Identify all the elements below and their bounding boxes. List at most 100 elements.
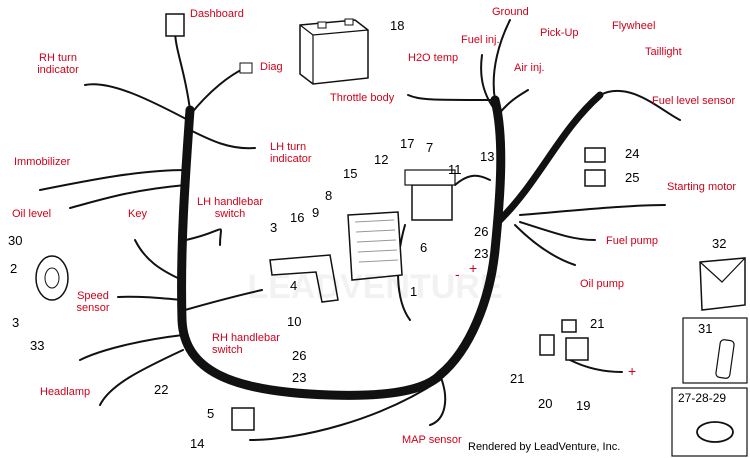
part-number-1: 1 — [410, 284, 418, 299]
part-number-23-upper: 23 — [474, 246, 489, 261]
part-number-2: 2 — [10, 261, 18, 276]
part-31-drawing — [715, 339, 735, 379]
part-number-26-upper: 26 — [474, 224, 489, 239]
label-air-inj: Air inj. — [514, 62, 545, 74]
part-number-25: 25 — [625, 170, 640, 185]
key-wire — [134, 239, 183, 281]
box-part-31 — [682, 317, 748, 384]
label-pick-up: Pick-Up — [540, 27, 579, 39]
label-immobilizer: Immobilizer — [14, 156, 71, 168]
part-number-5: 5 — [207, 406, 215, 421]
headlamp-wire — [79, 334, 184, 361]
coil-wire — [454, 174, 491, 186]
front-lower-wire — [249, 379, 441, 441]
part-number-26-lower: 26 — [292, 348, 307, 363]
dashboard-connector — [165, 13, 185, 37]
label-fuel-inj: Fuel inj. — [461, 34, 500, 46]
fuel-level-wire — [599, 89, 681, 121]
part-number-11: 11 — [448, 162, 462, 177]
part-number-21-left: 21 — [510, 371, 525, 386]
label-flywheel: Flywheel — [612, 20, 656, 32]
part-number-3-lower: 3 — [12, 315, 20, 330]
fuel-inj-wire — [480, 54, 496, 111]
diag-connector — [239, 62, 253, 74]
part-number-22: 22 — [154, 382, 169, 397]
label-key: Key — [128, 208, 147, 220]
part-number-18: 18 — [390, 18, 405, 33]
label-fuel-level-sensor: Fuel level sensor — [652, 95, 736, 107]
label-fuel-pump: Fuel pump — [606, 235, 658, 247]
part-number-14: 14 — [190, 436, 205, 451]
part-number-31: 31 — [698, 321, 713, 336]
rh-indicator-wire — [84, 83, 189, 121]
label-oil-pump: Oil pump — [580, 278, 625, 290]
positive-lead-wire — [569, 359, 623, 373]
label-map-sensor: MAP sensor — [402, 434, 462, 446]
label-taillight: Taillight — [645, 46, 682, 58]
part-number-23-lower: 23 — [292, 370, 307, 385]
coil-part-11 — [404, 169, 456, 221]
watermark: LEADVENTURE — [247, 268, 502, 306]
part-number-27-28-29: 27-28-29 — [678, 391, 727, 405]
air-inj-wire — [497, 89, 529, 116]
lh-indicator-wire — [189, 129, 256, 150]
rh-switch-wire — [184, 289, 263, 311]
relay-part-24 — [584, 147, 606, 163]
label-dashboard: Dashboard — [190, 8, 244, 20]
fuse-part-20 — [539, 334, 555, 356]
horn-part-2 — [35, 255, 69, 301]
part-number-30: 30 — [8, 233, 23, 248]
part-number-13: 13 — [480, 149, 495, 164]
fuse-box-part-19 — [565, 337, 589, 361]
diag-wire — [189, 67, 246, 116]
headlamp-lower-wire — [99, 349, 184, 406]
battery-part-18 — [299, 18, 369, 85]
part-number-8: 8 — [325, 188, 333, 203]
cable-tie-drawing — [696, 421, 734, 443]
part-number-32: 32 — [712, 236, 727, 251]
label-ground: Ground — [492, 6, 529, 18]
map-sensor-wire — [429, 374, 447, 426]
ecu-wire — [397, 224, 411, 321]
oil-pump-wire — [514, 224, 576, 266]
part-number-4: 4 — [290, 278, 298, 293]
oil-level-wire — [69, 184, 187, 209]
throttle-wire — [407, 94, 498, 101]
tool-pouch-part-32 — [699, 257, 746, 311]
label-oil-level: Oil level — [12, 208, 52, 220]
part-number-33: 33 — [30, 338, 45, 353]
label-diag: Diag — [260, 61, 283, 73]
part-number-6: 6 — [420, 240, 428, 255]
part-number-10: 10 — [287, 314, 302, 329]
lh-switch-wire — [185, 228, 222, 246]
connector-part-5 — [231, 407, 255, 431]
part-number-20: 20 — [538, 396, 553, 411]
part-number-15: 15 — [343, 166, 358, 181]
relay-part-25 — [584, 169, 606, 187]
part-number-17: 17 — [400, 136, 415, 151]
ground-wire — [492, 19, 511, 101]
label-plus-1: + — [469, 260, 478, 276]
label-starting-motor: Starting motor — [667, 181, 737, 193]
part-number-19: 19 — [576, 398, 591, 413]
part-number-21-right: 21 — [590, 316, 605, 331]
footer-credit: Rendered by LeadVenture, Inc. — [468, 441, 621, 453]
immobilizer-wire — [39, 169, 187, 191]
bracket-part-4 — [269, 254, 339, 303]
speed-sensor-wire — [117, 295, 183, 301]
part-number-24: 24 — [625, 146, 640, 161]
starting-motor-wire — [519, 204, 666, 216]
fuel-pump-wire — [519, 221, 596, 241]
ecu-part-1 — [347, 211, 403, 281]
label-headlamp: Headlamp — [40, 386, 91, 398]
label-throttle-body: Throttle body — [330, 92, 395, 104]
part-number-9: 9 — [312, 205, 320, 220]
label-h2o-temp: H2O temp — [408, 52, 459, 64]
fuse-part-21 — [561, 319, 577, 333]
